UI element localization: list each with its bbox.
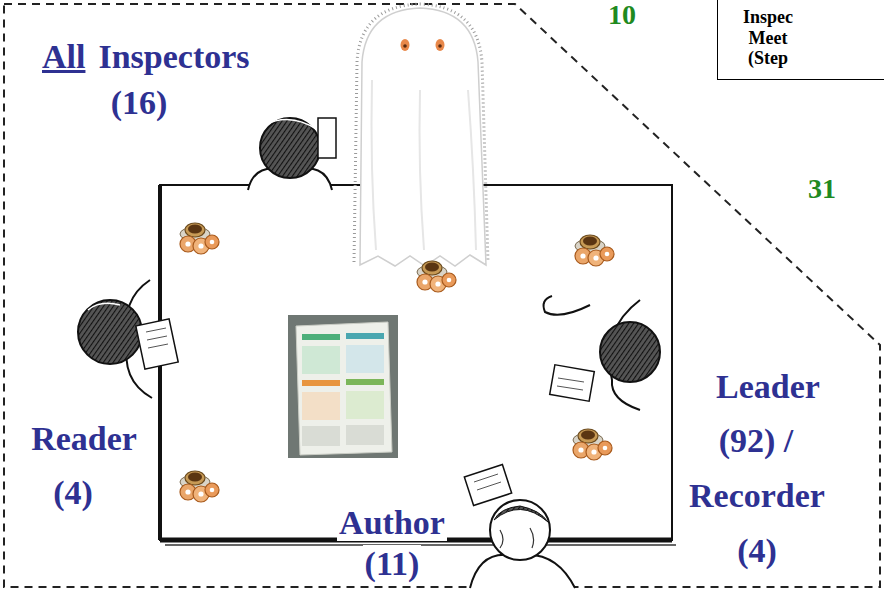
person-left-part — [147, 336, 167, 340]
document-photo — [288, 315, 398, 458]
person-left-part — [146, 328, 166, 332]
role-count: (4) — [51, 474, 95, 511]
person-bottom-part — [464, 465, 511, 506]
person-bottom-part — [477, 482, 501, 490]
document-photo-part — [346, 379, 384, 385]
document-photo-part — [302, 426, 340, 446]
role-name: Inspectors — [96, 38, 251, 75]
role-count: (4) — [735, 532, 779, 569]
role-count: (11) — [363, 545, 422, 582]
ghost-figure-part — [401, 39, 410, 51]
role-name: All — [40, 38, 87, 75]
person-right-part — [558, 378, 584, 382]
role-name: Recorder — [687, 477, 827, 514]
person-left-part — [78, 300, 142, 364]
ghost-figure-part — [360, 8, 486, 266]
person-right-part — [557, 386, 583, 390]
ghost-figure-part — [438, 44, 442, 48]
role-name: Leader — [714, 368, 822, 405]
ghost-figure-part — [372, 80, 477, 250]
ghost-figure-part — [403, 44, 407, 48]
person-bottom-part — [494, 506, 548, 522]
coffee-donut-icon — [180, 223, 219, 254]
role-count: (92) / — [717, 422, 796, 459]
person-right — [544, 296, 660, 410]
coffee-donut-icon — [573, 429, 612, 460]
coffee-donut-icon — [575, 235, 614, 266]
person-left — [78, 280, 178, 398]
document-photo-part — [296, 322, 392, 455]
ghost-figure-part — [436, 39, 445, 51]
person-bottom — [464, 465, 575, 588]
document-photo-part — [302, 380, 340, 386]
role-name: Author — [337, 504, 447, 541]
person-right-part — [550, 365, 595, 401]
person-bottom-part — [500, 528, 534, 548]
person-left-part — [136, 319, 178, 369]
coffee-donut-icon — [417, 261, 456, 292]
document-photo-part — [302, 334, 340, 340]
person-bottom-part — [474, 474, 498, 482]
dashed-region-outline — [4, 4, 880, 587]
person-top-part — [260, 118, 320, 178]
document-photo-part — [302, 346, 340, 374]
page-number: 31 — [806, 174, 838, 205]
document-photo-part — [346, 425, 384, 445]
person-top-part — [318, 118, 336, 158]
document-photo-part — [346, 345, 384, 373]
document-photo-part — [346, 333, 384, 339]
box-title: Inspec Meet (Step — [736, 7, 800, 69]
person-right-part — [544, 296, 590, 315]
person-left-part — [88, 303, 120, 310]
person-top-part — [265, 120, 318, 130]
person-top — [248, 118, 336, 190]
page-number: 10 — [606, 0, 638, 31]
coffee-donut-icon — [180, 471, 219, 502]
document-photo-part — [288, 315, 398, 458]
role-name: Reader — [29, 420, 139, 457]
step-box: Inspec Meet (Step — [717, 0, 884, 80]
document-photo-part — [302, 392, 340, 420]
role-count: (16) — [109, 84, 170, 121]
person-left-part — [148, 344, 168, 348]
person-right-part — [600, 322, 660, 382]
person-bottom-part — [490, 500, 550, 560]
ghost-figure — [354, 4, 488, 266]
document-photo-part — [346, 391, 384, 419]
